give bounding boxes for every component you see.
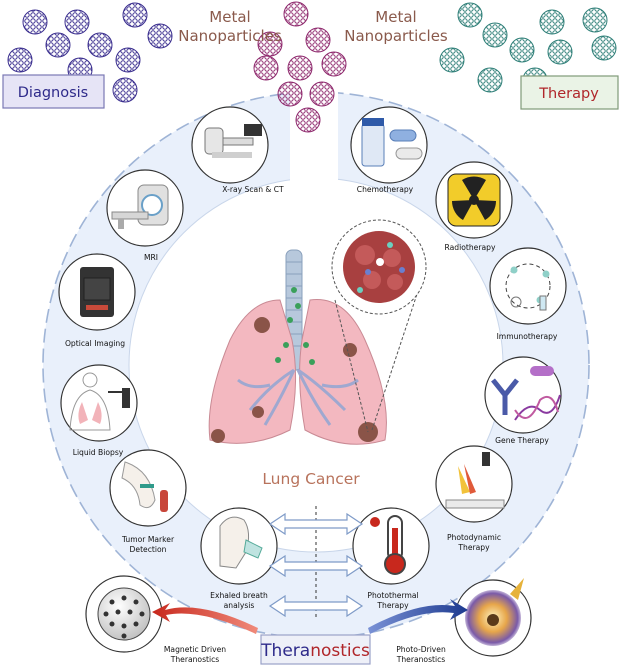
tumor-marker-label-line2: Detection [130,545,167,554]
right-np-title-line2: Nanoparticles [344,27,448,45]
optical-imaging-label: Optical Imaging [65,339,125,348]
photodynamic-label-line2: Therapy [457,543,490,552]
tumor-marker-item: Tumor Marker Detection [109,449,187,554]
xray-ct-item: X-ray Scan & CT [191,106,284,194]
exhaled-breath-label-line2: analysis [224,601,255,610]
optical-imaging-item: Optical Imaging [58,253,136,348]
lung-cancer-title: Lung Cancer [262,470,360,488]
photothermal-item: Photothermal Therapy [352,507,430,610]
laser-bed-icon [445,452,505,509]
ct-scanner-icon [204,124,262,158]
radiotherapy-label: Radiotherapy [445,243,496,252]
dna-antibody-icon [491,366,561,421]
lungs-illustration [208,249,387,445]
exhaled-breath-item: Exhaled breath analysis [200,507,278,610]
bidirectional-arrows [268,506,364,618]
tumor-zoom-inset [331,219,427,433]
photodynamic-label-line1: Photodynamic [447,533,501,542]
immune-cycle-icon [505,263,551,311]
liquid-biopsy-label: Liquid Biopsy [73,448,124,457]
arm-blood-sample-icon [121,461,168,512]
exhaled-breath-label-line1: Exhaled breath [210,591,268,600]
magnetic-theranostics-line1: Magnetic Driven [164,645,226,654]
therapy-box: Therapy [520,75,619,110]
radiotherapy-item: Radiotherapy [435,161,513,252]
therapy-label: Therapy [538,86,599,102]
immunotherapy-label: Immunotherapy [497,332,558,341]
xray-ct-label: X-ray Scan & CT [222,185,284,194]
photo-theranostics-line1: Photo-Driven [396,645,446,654]
gene-therapy-item: Gene Therapy [484,356,562,445]
photo-burst [454,578,532,657]
left-np-title-line1: Metal [209,8,250,26]
photodynamic-item: Photodynamic Therapy [435,445,513,552]
chemotherapy-label: Chemotherapy [357,185,414,194]
liquid-biopsy-item: Liquid Biopsy [60,364,138,457]
chemotherapy-item: Chemotherapy [350,106,428,194]
theranostics-box: Theranostics [260,634,371,665]
mri-label: MRI [144,253,158,262]
mri-item: MRI [106,169,184,262]
right-np-title-line1: Metal [375,8,416,26]
photo-arrow [368,599,468,634]
left-np-title-line2: Nanoparticles [178,27,282,45]
theranostics-label: Theranostics [260,641,370,661]
imaging-box-icon [80,267,114,317]
middle-nanoparticles [253,1,347,133]
gene-therapy-label: Gene Therapy [495,436,549,445]
photothermal-label-line2: Therapy [376,601,409,610]
patient-lungs-icon [69,372,130,431]
pill-bottle-icon [361,118,423,167]
magnetic-theranostics-line2: Theranostics [170,655,220,664]
photothermal-label-line1: Photothermal [367,591,418,600]
magnetic-sphere [85,575,163,653]
immunotherapy-item: Immunotherapy [489,247,567,341]
diagnosis-label: Diagnosis [18,85,88,101]
radiation-icon [447,173,501,227]
photo-theranostics-line2: Theranostics [396,655,446,664]
breath-mask-icon [219,516,263,569]
thermometer-icon [370,515,406,575]
left-nanoparticles [7,2,173,103]
diagnosis-box: Diagnosis [2,74,105,109]
mri-machine-icon [111,184,169,229]
magnetic-arrow [152,603,258,634]
tumor-marker-label-line1: Tumor Marker [121,535,175,544]
